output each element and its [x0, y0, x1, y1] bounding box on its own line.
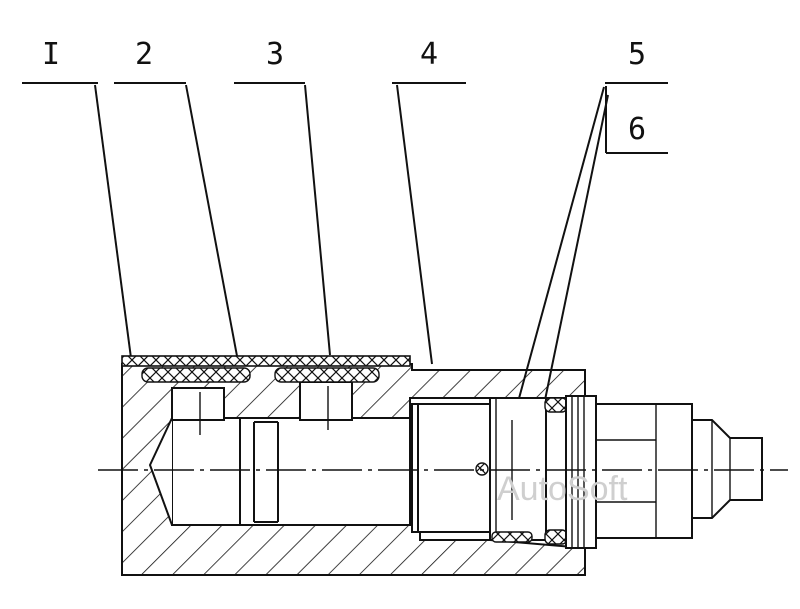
- seal-strip: [121, 355, 411, 383]
- callout-3: 3: [234, 37, 331, 356]
- callout-3-label: 3: [266, 37, 284, 72]
- callout-5-label: 5: [628, 37, 646, 72]
- watermark-text: AutoSoft: [497, 470, 628, 508]
- callout-1: I: [22, 37, 132, 359]
- callout-5: 5: [511, 37, 668, 425]
- sleeve: [411, 397, 547, 541]
- housing-body: [121, 363, 586, 576]
- callout-1-label: I: [42, 37, 60, 72]
- callout-4-label: 4: [420, 37, 438, 72]
- callout-2-label: 2: [135, 37, 153, 72]
- callout-6-label: 6: [628, 112, 646, 147]
- callout-6: 6: [544, 86, 668, 401]
- nut-fitting: [565, 395, 763, 549]
- callout-4: 4: [392, 37, 466, 365]
- callout-2: 2: [114, 37, 238, 357]
